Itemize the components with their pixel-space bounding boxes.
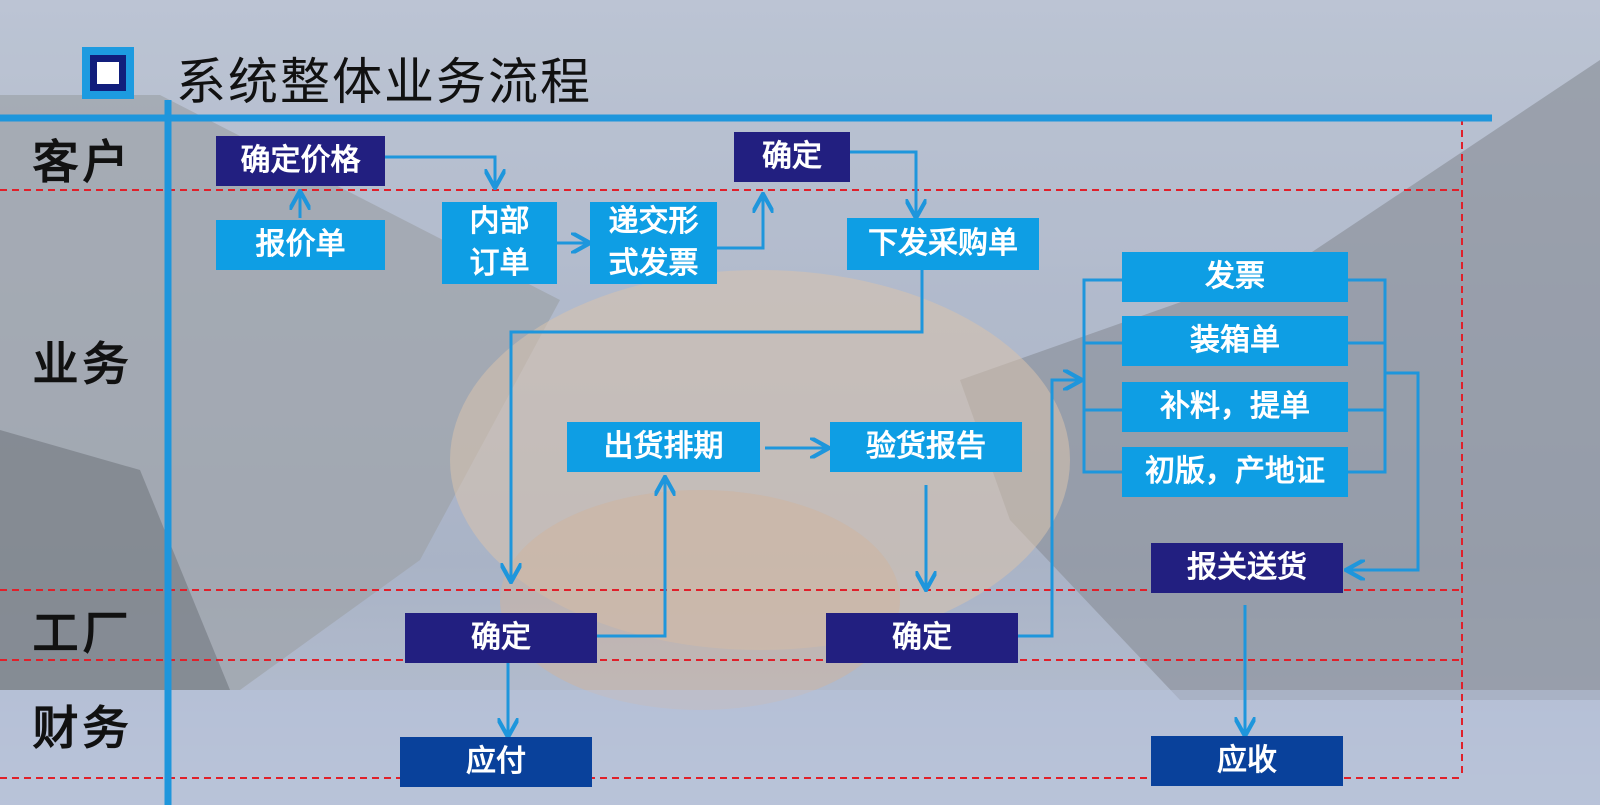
box-issue-po: 下发采购单 xyxy=(847,218,1039,270)
box-proforma-line2: 式发票 xyxy=(608,246,699,281)
arrow-factory-confirm-to-documents xyxy=(1018,380,1080,638)
box-inspection-report: 验货报告 xyxy=(830,422,1022,472)
page-title: 系统整体业务流程 xyxy=(176,53,592,111)
box-invoice: 发票 xyxy=(1122,252,1348,302)
lane-label-customer: 客户 xyxy=(32,135,133,189)
box-internal-order-line1: 内部 xyxy=(469,204,530,239)
box-proforma-line1: 递交形 xyxy=(608,204,699,239)
arrow-customer-confirm-to-po xyxy=(850,150,916,216)
box-internal-order-line2: 订单 xyxy=(469,246,530,281)
arrow-confirm-price-to-internal-order xyxy=(385,155,495,186)
documents-right-bracket xyxy=(1348,278,1387,474)
box-receivable: 应收 xyxy=(1151,736,1343,786)
box-factory-confirm-2: 确定 xyxy=(826,613,1018,663)
box-proforma-invoice: 递交形 式发票 xyxy=(590,202,717,284)
lane-label-factory: 工厂 xyxy=(32,606,133,660)
box-packing-list: 装箱单 xyxy=(1122,316,1348,366)
arrow-po-to-factory-confirm xyxy=(511,270,924,580)
documents-left-bracket xyxy=(1082,278,1122,474)
box-internal-order: 内部 订单 xyxy=(442,202,557,284)
box-first-draft-co: 初版，产地证 xyxy=(1122,447,1348,497)
arrow-proforma-to-customer-confirm xyxy=(717,196,763,250)
box-customer-confirm: 确定 xyxy=(734,132,850,182)
box-shipment-schedule: 出货排期 xyxy=(567,422,760,472)
lane-label-finance: 财务 xyxy=(32,701,133,755)
lane-label-business: 业务 xyxy=(32,337,133,391)
box-customs-delivery: 报关送货 xyxy=(1151,543,1343,593)
arrow-factory-confirm-to-schedule xyxy=(597,479,665,638)
box-confirm-price: 确定价格 xyxy=(216,136,385,186)
box-supplement-bl: 补料，提单 xyxy=(1122,382,1348,432)
arrow-documents-to-customs xyxy=(1348,371,1420,570)
box-payable: 应付 xyxy=(400,737,592,787)
box-quotation: 报价单 xyxy=(216,220,385,270)
box-factory-confirm-1: 确定 xyxy=(405,613,597,663)
title-bullet-icon xyxy=(82,47,134,99)
